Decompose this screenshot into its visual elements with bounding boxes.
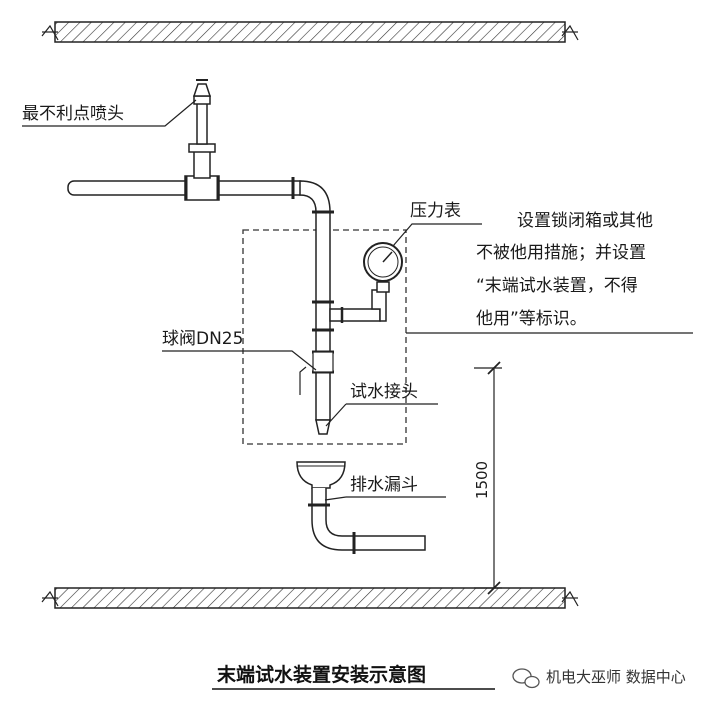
note-line: 他用”等标识。 — [476, 309, 587, 329]
drain-funnel-label: 排水漏斗 — [350, 475, 418, 495]
diagram-caption: 末端试水装置安装示意图 — [217, 663, 426, 686]
drain-funnel — [296, 461, 426, 554]
ball-valve-label: 球阀DN25 — [162, 329, 243, 349]
note-line: 设置锁闭箱或其他 — [517, 211, 653, 231]
test-connector-label: 试水接头 — [350, 382, 418, 402]
wechat-icon — [512, 668, 540, 689]
ball-valve — [299, 351, 334, 395]
installation-note: 设置锁闭箱或其他 不被他用措施；并设置 “末端试水装置，不得 他用”等标识。 — [476, 211, 653, 329]
floor-slab — [41, 587, 579, 609]
horizontal-pipe — [67, 175, 307, 201]
note-line: 不被他用措施；并设置 — [476, 243, 646, 263]
ceiling-slab — [41, 21, 579, 43]
sprinkler-head — [188, 79, 216, 179]
dimension-line — [474, 361, 502, 595]
dimension-value: 1500 — [473, 461, 491, 499]
note-line: “末端试水装置，不得 — [476, 276, 638, 296]
test-connector — [315, 419, 331, 435]
gauge-branch — [329, 281, 390, 323]
watermark-text: 机电大巫师 数据中心 — [546, 668, 686, 686]
leader-lines — [22, 99, 693, 501]
pressure-gauge-dial — [363, 242, 403, 282]
pressure-gauge-label: 压力表 — [410, 201, 461, 221]
vertical-pipe — [299, 180, 334, 421]
sprinkler-label: 最不利点喷头 — [22, 104, 124, 124]
